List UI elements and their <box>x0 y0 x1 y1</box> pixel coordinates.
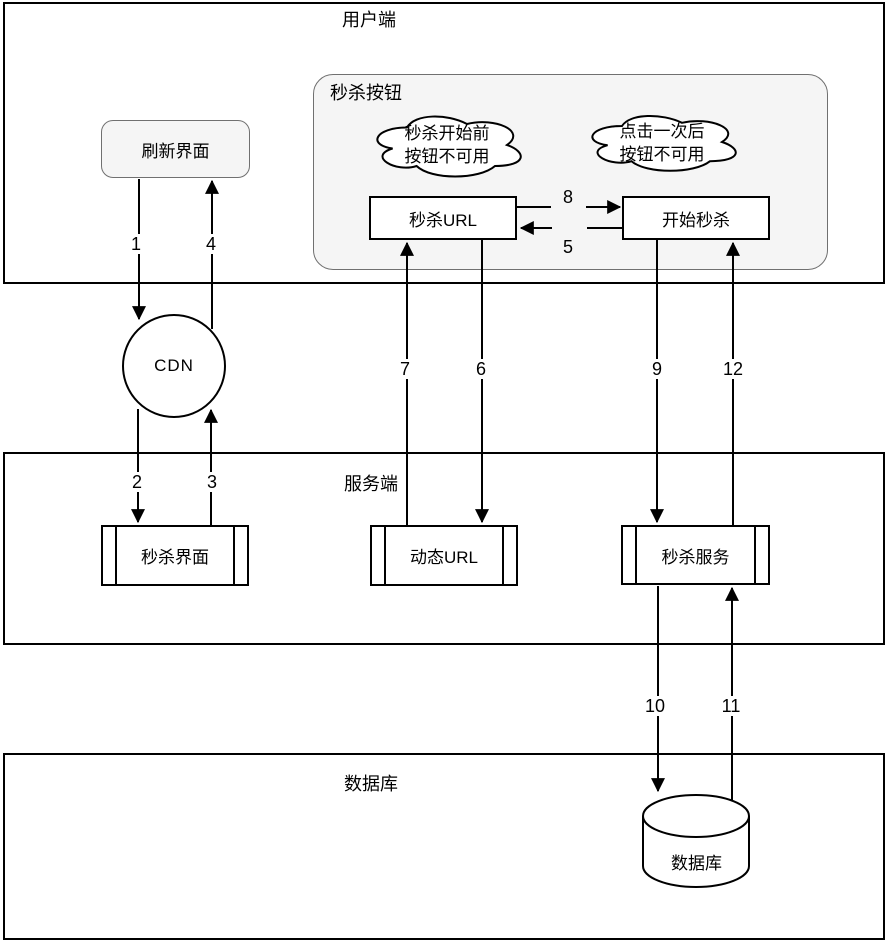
database-section-label: 数据库 <box>344 774 398 794</box>
seckill-url-label: 秒杀URL <box>408 210 477 230</box>
cloud-before-start-line2: 按钮不可用 <box>404 147 490 166</box>
dynamic-url-node: 动态URL <box>370 525 518 586</box>
cloud-before-start-line1: 秒杀开始前 <box>404 124 490 143</box>
user-section-label: 用户端 <box>342 10 396 30</box>
arrow-label-12: 12 <box>719 359 747 379</box>
seckill-button-group-label: 秒杀按钮 <box>330 83 402 103</box>
refresh-ui-label: 刷新界面 <box>141 141 210 161</box>
server-section-label: 服务端 <box>344 474 398 494</box>
cloud-after-click-line2: 按钮不可用 <box>619 145 705 164</box>
arrow-label-2: 2 <box>128 472 146 492</box>
cloud-after-click-text: 点击一次后 按钮不可用 <box>582 120 742 166</box>
arrow-label-7: 7 <box>396 359 414 379</box>
arrow-label-5: 5 <box>562 237 574 257</box>
seckill-ui-label: 秒杀界面 <box>141 548 209 567</box>
arrow-label-10: 10 <box>641 696 669 716</box>
cdn-label: CDN <box>154 356 194 375</box>
arrow-label-6: 6 <box>472 359 490 379</box>
arrow-label-9: 9 <box>648 359 666 379</box>
cloud-after-click-line1: 点击一次后 <box>619 122 705 141</box>
seckill-ui-node: 秒杀界面 <box>101 525 249 586</box>
seckill-service-label: 秒杀服务 <box>661 547 730 567</box>
arrow-label-4: 4 <box>202 234 220 254</box>
seckill-url-node: 秒杀URL <box>369 196 517 240</box>
arrow-label-3: 3 <box>203 472 221 492</box>
database-cylinder-label: 数据库 <box>671 854 722 873</box>
start-seckill-label: 开始秒杀 <box>662 210 730 230</box>
cdn-node: CDN <box>122 314 226 418</box>
arrow-label-11: 11 <box>718 696 744 716</box>
seckill-service-node: 秒杀服务 <box>621 525 770 585</box>
start-seckill-node: 开始秒杀 <box>622 196 770 240</box>
arrow-label-1: 1 <box>127 234 145 254</box>
cloud-before-start-text: 秒杀开始前 按钮不可用 <box>367 122 527 168</box>
refresh-ui-node: 刷新界面 <box>101 120 250 178</box>
dynamic-url-label: 动态URL <box>409 548 478 567</box>
arrow-label-8: 8 <box>562 187 574 207</box>
database-section <box>3 753 885 940</box>
